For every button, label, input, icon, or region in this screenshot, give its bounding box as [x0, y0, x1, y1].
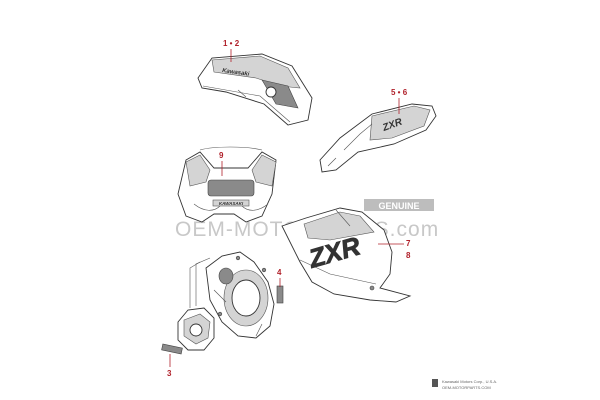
small-cover	[177, 307, 215, 351]
engine-cover	[205, 251, 275, 339]
upper-fairing: KAWASAKI	[177, 146, 277, 223]
label-part-4	[276, 285, 284, 304]
callout-label-4: 4	[277, 268, 282, 277]
callout-9: 9	[219, 151, 224, 176]
tank-logo-text: Kawasaki	[222, 68, 250, 78]
callout-label-3: 3	[167, 369, 172, 378]
callout-label-7: 7	[406, 239, 411, 248]
footer-logo-icon	[432, 379, 438, 387]
footer-line-2: OEM-MOTORPARTS.COM	[442, 385, 491, 390]
side-fairing: ZXR	[281, 207, 412, 303]
callout-label-5-6: 5 • 6	[391, 88, 408, 97]
callout-7-8: 7 8	[378, 239, 411, 260]
callout-label-8: 8	[406, 251, 411, 260]
callout-5-6: 5 • 6	[391, 88, 408, 114]
label-part-3	[161, 343, 183, 355]
callout-1-2: 1 • 2	[223, 39, 240, 62]
tail-cover: ZXR	[319, 103, 437, 173]
callout-label-1-2: 1 • 2	[223, 39, 240, 48]
bracket-lines	[189, 257, 211, 308]
footer-line-1: Kawasaki Motors Corp., U.S.A.	[442, 379, 497, 384]
nose-logo-text: KAWASAKI	[219, 201, 244, 206]
watermark-badge-text: GENUINE	[378, 201, 419, 211]
footer: Kawasaki Motors Corp., U.S.A. OEM-MOTORP…	[432, 379, 497, 390]
fuel-tank-cover: Kawasaki	[197, 53, 313, 126]
watermark-badge	[364, 199, 434, 211]
callout-label-9: 9	[219, 151, 224, 160]
callout-4: 4	[277, 268, 282, 287]
callout-3: 3	[167, 354, 172, 378]
